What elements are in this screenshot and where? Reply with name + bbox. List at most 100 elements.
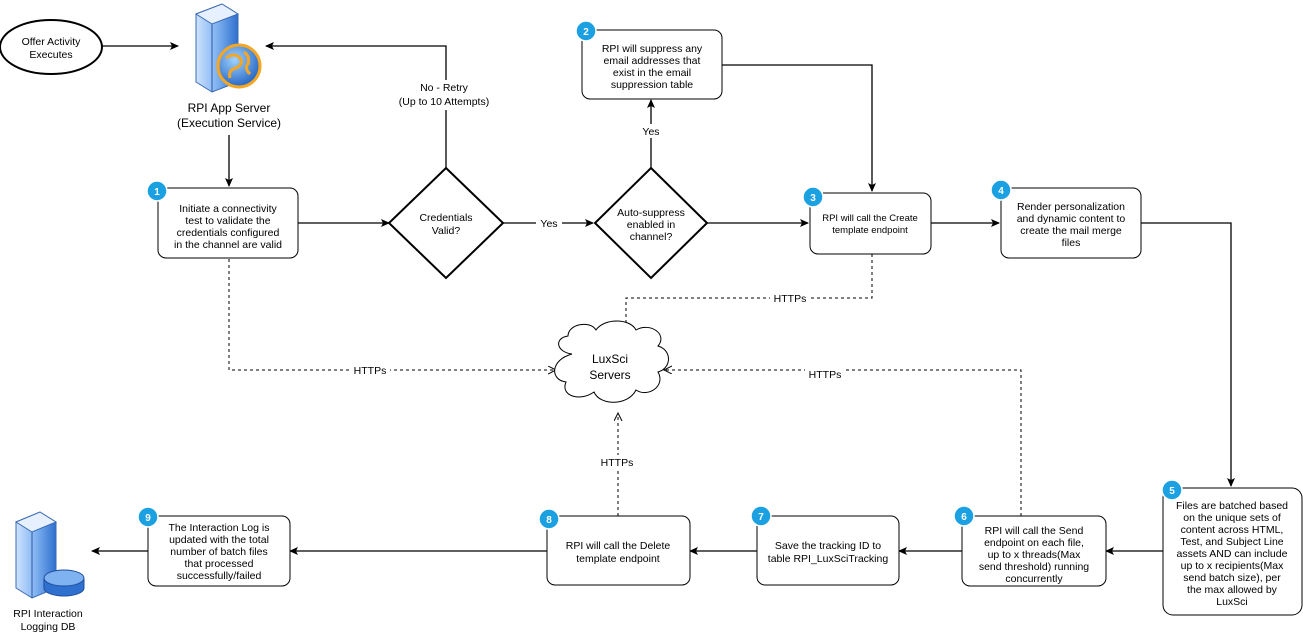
decision-autosuppress: Auto-suppress enabled in channel? [593, 166, 709, 280]
step-2-number: 2 [583, 27, 589, 38]
https-label-step1: HTTPs [354, 365, 387, 377]
step-2-line3: exist in the email [613, 67, 691, 79]
start-node-line2: Executes [29, 49, 72, 61]
step-9-number: 9 [145, 513, 151, 524]
logging-db-line1: RPI Interaction [13, 608, 83, 620]
yes-label-credentials: Yes [540, 218, 557, 230]
yes-label-autosuppress: Yes [642, 126, 659, 138]
luxsci-cloud: LuxSci Servers [554, 320, 669, 403]
step-5-line9: LuxSci [1216, 596, 1248, 608]
connector-step2-to-step3 [722, 64, 876, 192]
step-5-line8: the max allowed by [1187, 584, 1278, 596]
step-7-badge [750, 505, 772, 527]
https-connectors [228, 254, 1022, 516]
step-8-line1: RPI will call the Delete [566, 540, 671, 552]
decision-autosuppress-line3: channel? [630, 231, 673, 243]
step-3: RPI will call the Create template endpoi… [802, 186, 932, 255]
retry-label-line1: No - Retry [420, 82, 469, 94]
step-5-line1: Files are batched based [1176, 500, 1288, 512]
cloud-line2: Servers [589, 368, 630, 382]
step-2-line1: RPI will suppress any [602, 43, 703, 55]
step-6-line4: send threshold) running [979, 561, 1089, 573]
step-4-line4: files [1062, 237, 1081, 249]
https-label-bg-2 [770, 291, 810, 305]
step-5: Files are batched based on the unique se… [1161, 479, 1303, 616]
https-label-step8: HTTPs [601, 457, 634, 469]
https-step3-to-cloud [626, 254, 873, 336]
step-9-line3: number of batch files [170, 546, 267, 558]
https-label-bg-3 [805, 367, 845, 381]
step-9-line2: updated with the total [169, 534, 269, 546]
step-6-badge [953, 505, 975, 527]
decision-autosuppress-line2: enabled in [627, 219, 676, 231]
step-5-line7: send batch size), per [1183, 572, 1281, 584]
step-3-badge [802, 186, 824, 208]
retry-label-line2: (Up to 10 Attempts) [399, 96, 489, 108]
step-2-line4: suppression table [611, 79, 693, 91]
step-1: Initiate a connectivity test to validate… [146, 180, 299, 259]
step-7-line2: table RPI_LuxSciTracking [768, 553, 889, 565]
yes-label-bg-2 [638, 124, 664, 138]
app-server-line2: (Execution Service) [177, 116, 281, 130]
step-2-badge [575, 20, 597, 42]
step-6: RPI will call the Send endpoint on each … [953, 505, 1107, 587]
step-2: RPI will suppress any email addresses th… [575, 20, 723, 100]
step-8-line2: template endpoint [576, 553, 660, 565]
step-4-number: 4 [998, 186, 1004, 197]
step-1-line4: in the channel are valid [174, 239, 282, 251]
step-5-line3: content across HTML, [1181, 524, 1284, 536]
step-1-line3: credentials configured [177, 227, 280, 239]
decision-autosuppress-line1: Auto-suppress [617, 207, 685, 219]
https-label-step3: HTTPs [774, 293, 807, 305]
decision-credentials-line2: Valid? [432, 225, 461, 237]
step-1-number: 1 [154, 187, 160, 198]
step-9-line5: successfully/failed [177, 570, 262, 582]
connector-step4-to-step5 [1141, 222, 1235, 487]
step-8: RPI will call the Delete template endpoi… [538, 508, 691, 586]
edge-labels: No - Retry (Up to 10 Attempts) Yes Yes H… [350, 80, 845, 469]
step-7-number: 7 [758, 512, 764, 523]
database-icon [14, 511, 85, 599]
step-7-line1: Save the tracking ID to [775, 540, 881, 552]
step-7: Save the tracking ID to table RPI_LuxSci… [750, 505, 900, 586]
logging-db-line2: Logging DB [21, 621, 76, 633]
start-node-line1: Offer Activity [22, 36, 81, 48]
step-6-number: 6 [961, 512, 967, 523]
step-3-line1: RPI will call the Create [822, 213, 918, 224]
step-9-line4: that processed [185, 558, 254, 570]
yes-label-bg-1 [536, 216, 562, 230]
step-3-line2: template endpoint [832, 225, 908, 236]
step-5-badge [1161, 479, 1183, 501]
step-1-badge [146, 180, 168, 202]
step-4-badge [990, 179, 1012, 201]
decision-credentials: Credentials Valid? [387, 166, 505, 280]
decision-credentials-line1: Credentials [419, 212, 472, 224]
step-5-line2: on the unique sets of [1183, 512, 1281, 524]
step-6-line3: up to x threads(Max [988, 549, 1082, 561]
step-9-badge [137, 506, 159, 528]
step-6-line2: endpoint on each file, [984, 537, 1084, 549]
start-ellipse [0, 19, 103, 75]
step-6-line1: RPI will call the Send [985, 525, 1084, 537]
app-server-icon [194, 3, 262, 93]
step-8-badge [538, 508, 560, 530]
step-5-line4: Test, and Subject Line [1180, 536, 1283, 548]
step-4-line3: create the mail merge [1020, 225, 1122, 237]
step-1-line2: test to validate the [185, 215, 270, 227]
start-node: Offer Activity Executes [0, 19, 103, 75]
https-label-step6: HTTPs [809, 369, 842, 381]
step-4: Render personalization and dynamic conte… [990, 179, 1142, 259]
step-5-line5: assets AND can include [1177, 548, 1288, 560]
step-9: The Interaction Log is updated with the … [137, 506, 291, 587]
app-server-line1: RPI App Server [188, 101, 271, 115]
step-3-number: 3 [810, 193, 816, 204]
step-4-line1: Render personalization [1017, 201, 1125, 213]
step-9-line1: The Interaction Log is [169, 522, 270, 534]
cloud-line1: LuxSci [592, 352, 628, 366]
flow-connectors [91, 42, 1235, 555]
https-label-bg-1 [350, 363, 390, 377]
step-4-line2: and dynamic content to [1017, 213, 1126, 225]
step-5-number: 5 [1169, 486, 1175, 497]
step-1-line1: Initiate a connectivity [179, 203, 277, 215]
